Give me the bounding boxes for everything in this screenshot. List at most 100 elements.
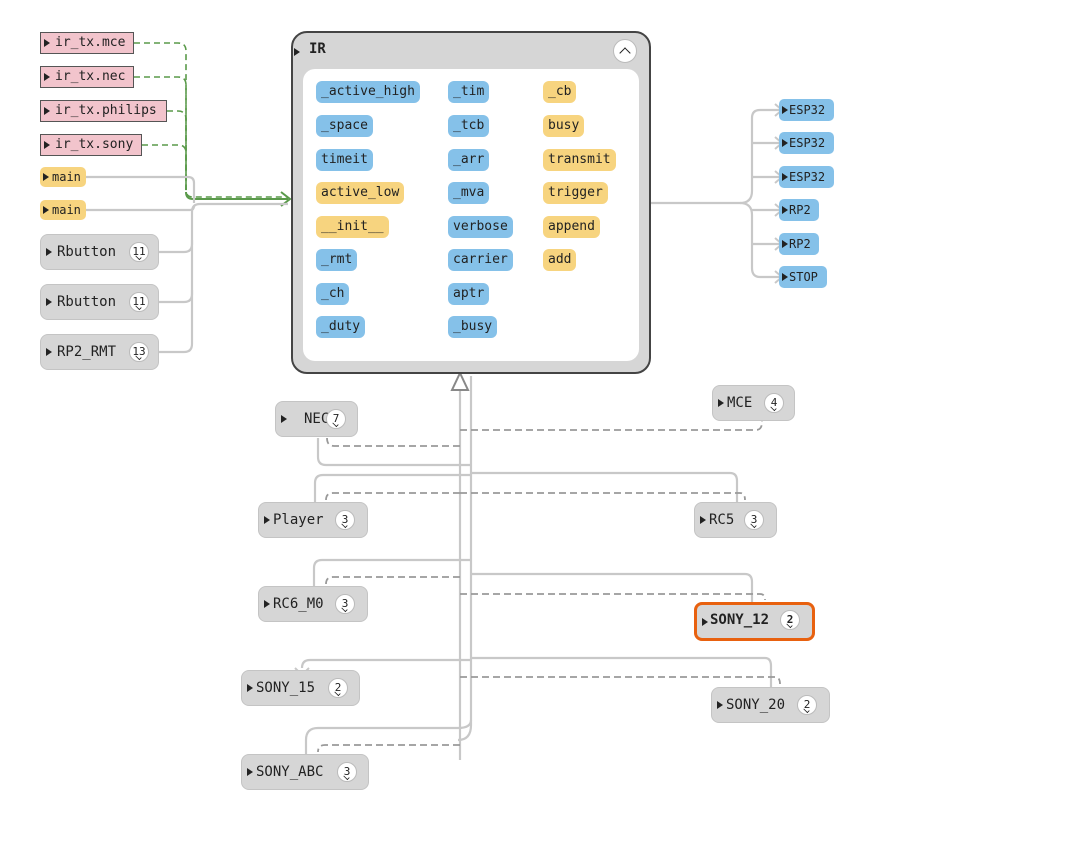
member-append[interactable]: append [543,216,600,238]
import-module-philips[interactable]: ir_tx.philips [40,100,167,122]
count-badge[interactable]: 3 [335,594,355,614]
expand-icon[interactable] [247,684,253,692]
class-name: NEC [304,411,330,427]
member-verbose[interactable]: verbose [448,216,513,238]
dependency-rp2[interactable]: RP2 [779,199,819,221]
import-module-mce[interactable]: ir_tx.mce [40,32,134,54]
class-name: RC6_M0 [273,596,324,612]
expand-icon[interactable] [700,516,706,524]
member-space[interactable]: _space [316,115,373,137]
expand-icon[interactable] [782,206,788,214]
count-value: 2 [786,613,794,626]
module-label: ir_tx.mce [55,35,126,50]
member-transmit[interactable]: transmit [543,149,616,171]
class-node-sony-abc[interactable]: SONY_ABC 3 [241,754,369,790]
dependency-esp32[interactable]: ESP32 [779,166,834,188]
count-value: 2 [334,681,342,694]
dependency-arrowheads [774,103,784,284]
count-badge[interactable]: 7 [326,409,346,429]
count-badge[interactable]: 3 [335,510,355,530]
member-init[interactable]: __init__ [316,216,389,238]
expand-icon[interactable] [46,248,52,256]
expand-icon[interactable] [782,106,788,114]
expand-icon[interactable] [717,701,723,709]
dependency-rp2[interactable]: RP2 [779,233,819,255]
expand-icon[interactable] [264,516,270,524]
expand-icon[interactable] [782,273,788,281]
member-duty[interactable]: _duty [316,316,366,338]
member-busy-attr[interactable]: _busy [448,316,498,338]
import-module-nec[interactable]: ir_tx.nec [40,66,134,88]
expand-icon[interactable] [782,173,788,181]
class-name: SONY_ABC [256,764,324,780]
member-mva[interactable]: _mva [448,182,490,204]
member-active-high[interactable]: _active_high [316,81,420,103]
expand-icon[interactable] [44,73,50,81]
count-badge[interactable]: 11 [129,292,149,312]
expand-icon[interactable] [718,399,724,407]
class-node-rbutton[interactable]: Rbutton 11 [40,234,159,270]
expand-icon[interactable] [782,240,788,248]
member-active-low[interactable]: active_low [316,182,405,204]
count-badge[interactable]: 2 [328,678,348,698]
expand-icon[interactable] [281,415,287,423]
class-node-rc6-m0[interactable]: RC6_M0 3 [258,586,368,622]
collapse-button[interactable] [613,39,637,63]
expand-icon[interactable] [782,139,788,147]
expand-icon[interactable] [46,348,52,356]
class-name: MCE [727,395,753,411]
member-arr[interactable]: _arr [448,149,490,171]
dependency-label: STOP [789,270,818,284]
count-badge[interactable]: 11 [129,242,149,262]
member-aptr[interactable]: aptr [448,283,490,305]
expand-icon[interactable] [43,173,49,181]
member-tim[interactable]: _tim [448,81,490,103]
expand-icon[interactable] [43,206,49,214]
count-badge[interactable]: 2 [780,610,800,630]
class-node-ir[interactable]: IR _active_high _tim _cb _space _tcb bus… [291,31,651,374]
caller-main[interactable]: main [40,200,86,220]
node-title: IR [309,41,326,57]
class-name: Rbutton [57,244,117,260]
count-value: 3 [750,513,758,526]
class-node-mce[interactable]: MCE 4 [712,385,795,421]
member-tcb[interactable]: _tcb [448,115,490,137]
expand-icon[interactable] [44,141,50,149]
member-carrier[interactable]: carrier [448,249,513,271]
dependency-stop[interactable]: STOP [779,266,827,288]
dependency-esp32[interactable]: ESP32 [779,99,834,121]
expand-icon[interactable] [702,617,708,626]
count-value: 11 [132,245,146,258]
member-rmt[interactable]: _rmt [316,249,358,271]
dependency-label: ESP32 [789,136,826,150]
caller-main[interactable]: main [40,167,86,187]
count-badge[interactable]: 4 [764,393,784,413]
dependency-esp32[interactable]: ESP32 [779,132,834,154]
count-badge[interactable]: 3 [337,762,357,782]
import-module-sony[interactable]: ir_tx.sony [40,134,142,156]
member-ch[interactable]: _ch [316,283,350,305]
member-timeit[interactable]: timeit [316,149,373,171]
member-busy[interactable]: busy [543,115,585,137]
chevron-up-icon [619,47,631,59]
expand-icon[interactable] [264,600,270,608]
member-trigger[interactable]: trigger [543,182,608,204]
expand-icon[interactable] [294,48,300,56]
expand-icon[interactable] [44,39,50,47]
count-badge[interactable]: 13 [129,342,149,362]
member-cb[interactable]: _cb [543,81,577,103]
expand-icon[interactable] [247,768,253,776]
expand-icon[interactable] [44,107,50,115]
member-add[interactable]: add [543,249,577,271]
count-badge[interactable]: 2 [797,695,817,715]
count-badge[interactable]: 3 [744,510,764,530]
expand-icon[interactable] [46,298,52,306]
